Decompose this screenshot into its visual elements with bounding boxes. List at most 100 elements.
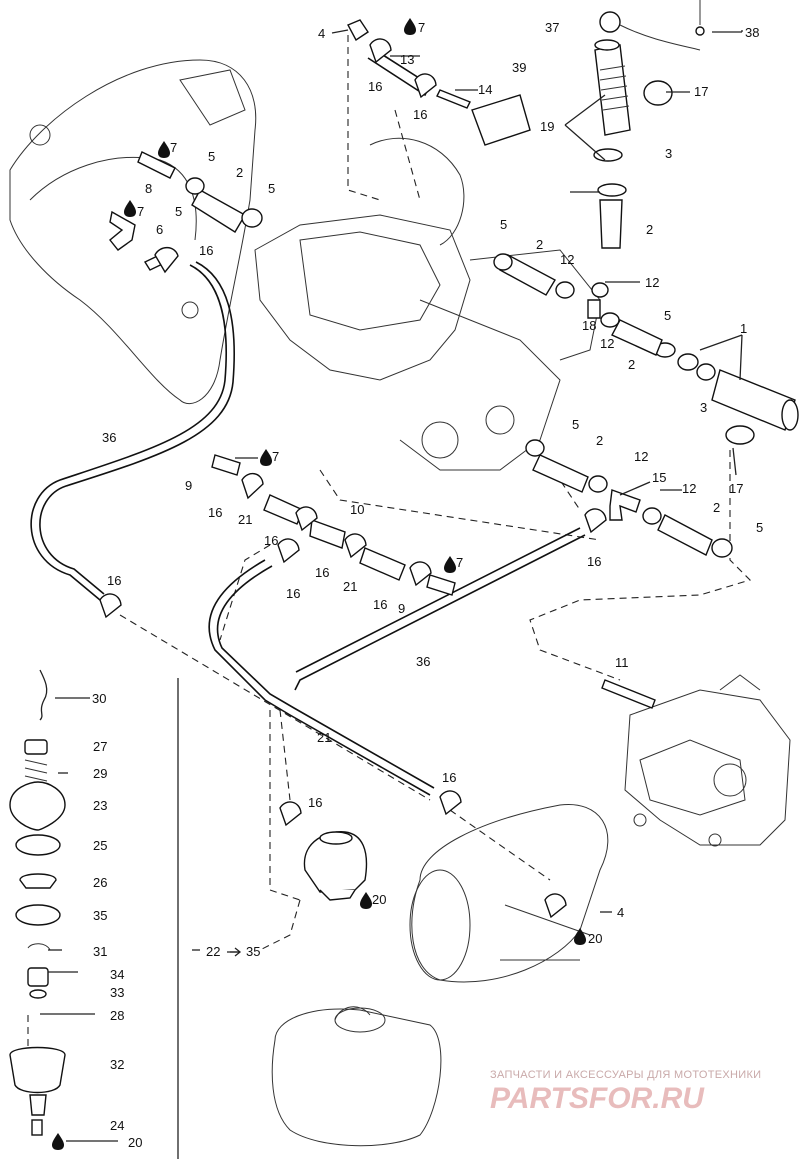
callout-12: 12 <box>560 252 574 267</box>
oil-drop-icon <box>158 141 170 158</box>
callout-9: 9 <box>398 601 405 616</box>
callout-18: 18 <box>582 318 596 333</box>
callout-2: 2 <box>236 165 243 180</box>
callout-2: 2 <box>628 357 635 372</box>
callout-21: 21 <box>238 512 252 527</box>
callout-17: 17 <box>694 84 708 99</box>
callout-12: 12 <box>645 275 659 290</box>
callout-7: 7 <box>272 449 279 464</box>
callout-15: 15 <box>652 470 666 485</box>
callout-36: 36 <box>416 654 430 669</box>
watermark: ЗАПЧАСТИ И АКСЕССУАРЫ ДЛЯ МОТОТЕХНИКИ PA… <box>490 1069 761 1115</box>
callout-2: 2 <box>596 433 603 448</box>
callout-16: 16 <box>264 533 278 548</box>
oil-drop-icon <box>124 200 136 217</box>
callout-20: 20 <box>128 1135 142 1150</box>
callout-16: 16 <box>315 565 329 580</box>
callout-16: 16 <box>286 586 300 601</box>
callout-21: 21 <box>317 730 331 745</box>
callout-12: 12 <box>634 449 648 464</box>
callout-35: 35 <box>246 944 260 959</box>
callout-27: 27 <box>93 739 107 754</box>
callout-19: 19 <box>540 119 554 134</box>
callout-7: 7 <box>456 555 463 570</box>
callout-16: 16 <box>413 107 427 122</box>
oil-drop-icon <box>574 928 586 945</box>
callout-32: 32 <box>110 1057 124 1072</box>
callout-6: 6 <box>156 222 163 237</box>
callout-12: 12 <box>682 481 696 496</box>
callout-36: 36 <box>102 430 116 445</box>
callout-38: 38 <box>745 25 759 40</box>
hose-1 <box>654 342 799 445</box>
callout-20: 20 <box>372 892 386 907</box>
callout-30: 30 <box>92 691 106 706</box>
watermark-logo: PARTSFOR.RU <box>490 1082 705 1115</box>
callout-29: 29 <box>93 766 107 781</box>
callout-16: 16 <box>199 243 213 258</box>
callout-16: 16 <box>442 770 456 785</box>
middle-fittings <box>211 454 641 596</box>
callout-35: 35 <box>93 908 107 923</box>
callout-37: 37 <box>545 20 559 35</box>
callout-4: 4 <box>617 905 624 920</box>
callout-33: 33 <box>110 985 124 1000</box>
callout-23: 23 <box>93 798 107 813</box>
callout-5: 5 <box>175 204 182 219</box>
oil-drop-icon <box>52 1133 64 1150</box>
callout-11: 11 <box>615 655 629 670</box>
callout-9: 9 <box>185 478 192 493</box>
oil-drop-icon <box>260 449 272 466</box>
callout-14: 14 <box>478 82 492 97</box>
callout-5: 5 <box>268 181 275 196</box>
hose-segments <box>185 177 733 558</box>
callout-16: 16 <box>368 79 382 94</box>
callout-25: 25 <box>93 838 107 853</box>
callout-5: 5 <box>664 308 671 323</box>
callout-20: 20 <box>588 931 602 946</box>
engine-outline <box>9 59 601 471</box>
callout-2: 2 <box>646 222 653 237</box>
muffler-outline <box>409 803 609 983</box>
arrow-icon <box>227 947 242 957</box>
callout-5: 5 <box>572 417 579 432</box>
pump-housing-outline <box>624 674 791 847</box>
callout-5: 5 <box>500 217 507 232</box>
oil-drop-icon <box>404 18 416 35</box>
callout-16: 16 <box>308 795 322 810</box>
callout-7: 7 <box>418 20 425 35</box>
oil-drop-icons <box>52 18 586 1150</box>
callout-16: 16 <box>208 505 222 520</box>
callout-4: 4 <box>318 26 325 41</box>
callout-3: 3 <box>700 400 707 415</box>
callout-12: 12 <box>600 336 614 351</box>
callout-7: 7 <box>170 140 177 155</box>
callout-8: 8 <box>145 181 152 196</box>
callout-1: 1 <box>740 321 747 336</box>
callout-21: 21 <box>343 579 357 594</box>
callout-16: 16 <box>587 554 601 569</box>
callout-22: 22 <box>206 944 220 959</box>
callout-13: 13 <box>400 52 414 67</box>
callout-5: 5 <box>208 149 215 164</box>
callout-34: 34 <box>110 967 124 982</box>
callout-5: 5 <box>756 520 763 535</box>
clamps <box>99 38 607 919</box>
tank-outline <box>271 1006 442 1147</box>
shaft-11 <box>601 679 656 709</box>
callout-3: 3 <box>665 146 672 161</box>
callout-7: 7 <box>137 204 144 219</box>
reservoir <box>303 831 368 901</box>
callout-17: 17 <box>729 481 743 496</box>
hose-lines <box>30 261 586 796</box>
left-parts-column <box>9 669 179 1159</box>
callout-39: 39 <box>512 60 526 75</box>
callout-10: 10 <box>350 502 364 517</box>
callout-16: 16 <box>107 573 121 588</box>
routing-lines <box>27 35 752 1070</box>
watermark-tagline: ЗАПЧАСТИ И АКСЕССУАРЫ ДЛЯ МОТОТЕХНИКИ <box>490 1069 761 1081</box>
oil-drop-icon <box>360 892 372 909</box>
connectors-left <box>109 19 531 271</box>
